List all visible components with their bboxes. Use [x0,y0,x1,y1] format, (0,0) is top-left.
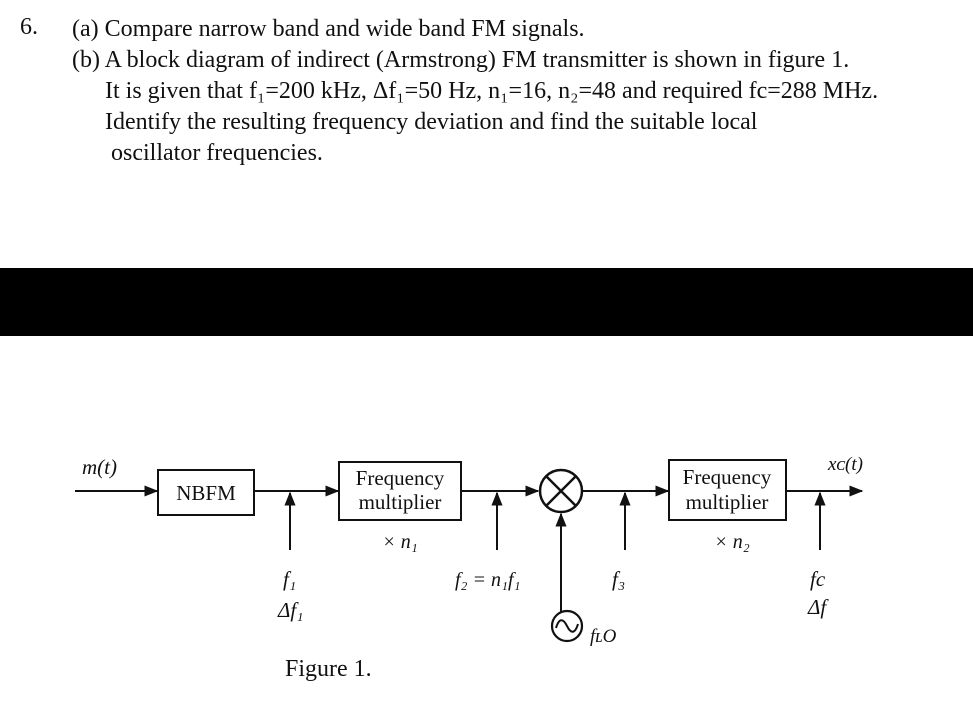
question-part-b-line-4: oscillator frequencies. [111,140,323,166]
f3-label: f₃ [612,567,625,591]
question-number: 6. [20,14,38,40]
frequency-multiplier-2-block [668,459,787,521]
question-part-b-line-3: Identify the resulting frequency deviati… [105,109,758,135]
f1-label: f₁ [283,567,296,591]
frequency-multiplier-1-block [338,461,462,521]
local-oscillator-icon [550,609,584,643]
nbfm-block [157,469,255,516]
mixer-icon [538,468,584,514]
fc-label: fc [810,567,826,591]
f2-label: f₂ = n₁f₁ [455,569,520,591]
question-part-a: (a) Compare narrow band and wide band FM… [72,16,585,42]
multiplier-1-line-2: multiplier [359,490,442,514]
delta-f1-label: Δf₁ [277,598,303,622]
multiplier-1-line-1: Frequency [356,466,445,490]
multiplier-1-factor: × n₁ [382,531,417,553]
redaction-bar [0,268,973,336]
nbfm-label: NBFM [176,481,236,505]
flo-label: fʟO [590,626,617,647]
input-label: m(t) [82,455,117,479]
multiplier-2-factor: × n₂ [714,531,749,553]
multiplier-2-line-2: multiplier [686,490,769,514]
multiplier-2-line-1: Frequency [683,465,772,489]
question-part-b-line-2: It is given that f₁=200 kHz, Δf₁=50 Hz, … [105,78,879,104]
delta-f-label: Δf [807,595,829,619]
figure-caption: Figure 1. [285,656,372,682]
armstrong-fm-block-diagram: m(t) NBFM f₁ Δf₁ Frequency multiplier × … [75,454,864,682]
output-label: xᴄ(t) [827,454,863,475]
question-part-b-line-1: (b) A block diagram of indirect (Armstro… [72,47,850,73]
